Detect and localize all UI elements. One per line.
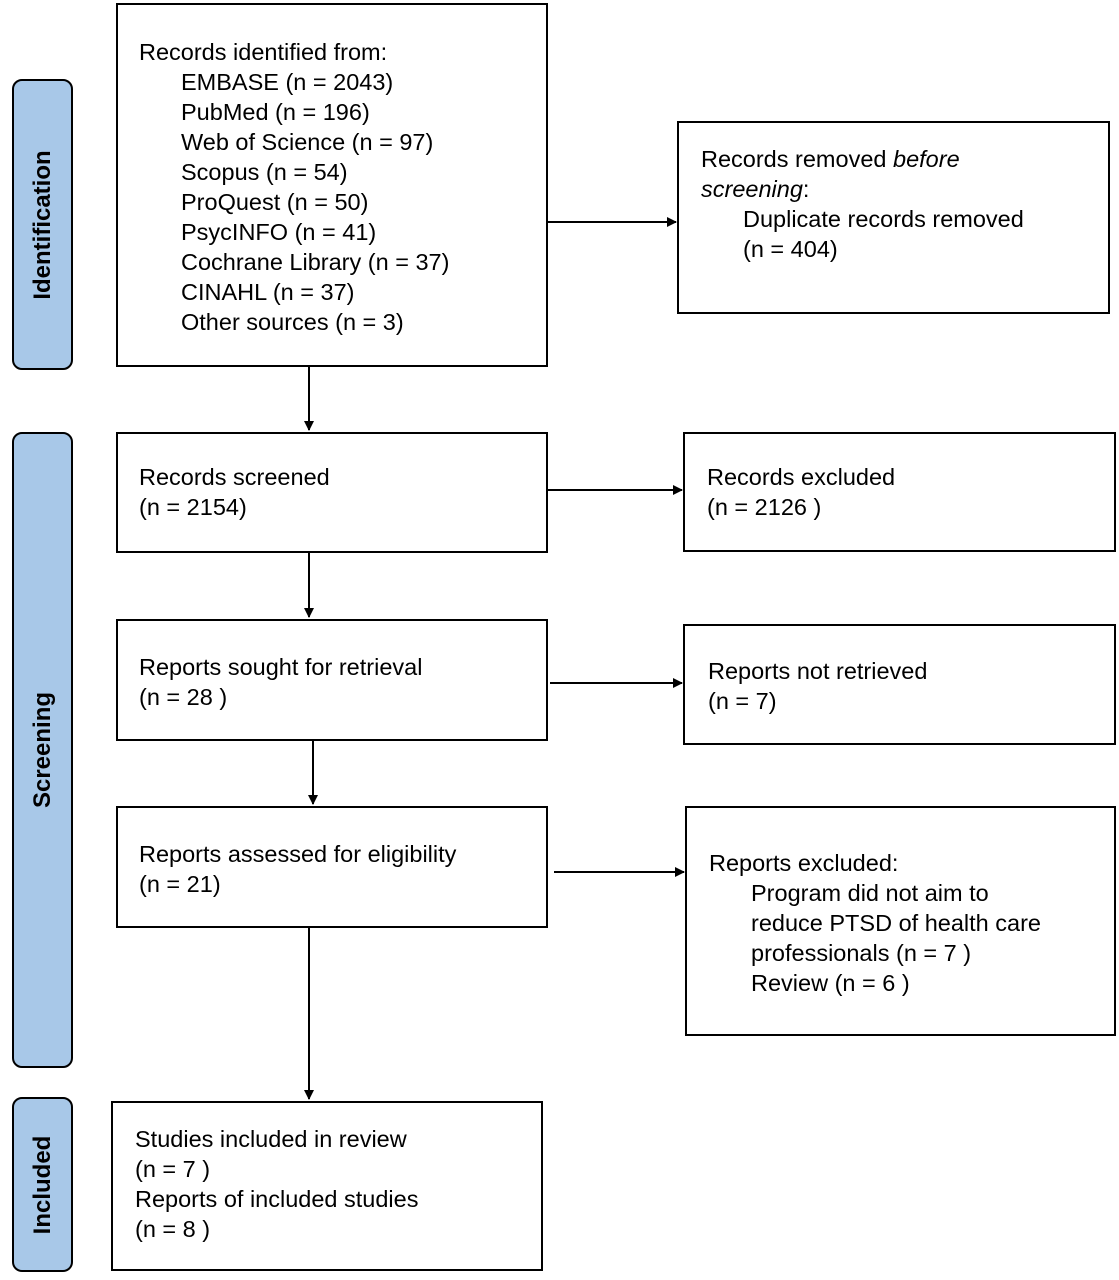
source-item: Cochrane Library (n = 37) xyxy=(181,249,450,275)
source-item: Other sources (n = 3) xyxy=(181,309,404,335)
source-item: PsycINFO (n = 41) xyxy=(181,219,377,245)
reports-not-retrieved-label: Reports not retrieved xyxy=(708,658,928,684)
source-item: CINAHL (n = 37) xyxy=(181,279,355,305)
records-excluded-count: (n = 2126 ) xyxy=(707,494,822,520)
reports-excluded-box: Reports excluded: Program did not aim to… xyxy=(685,806,1116,1036)
source-item: Web of Science (n = 97) xyxy=(181,129,434,155)
records-removed-box: Records removed before screening: Duplic… xyxy=(677,121,1110,314)
studies-included-count: (n = 7 ) xyxy=(135,1156,211,1182)
records-excluded-box: Records excluded (n = 2126 ) xyxy=(683,432,1116,552)
studies-included-label: Studies included in review xyxy=(135,1126,407,1152)
reports-not-retrieved-box: Reports not retrieved (n = 7) xyxy=(683,624,1116,745)
records-removed-heading: Records removed before xyxy=(701,146,960,172)
source-item: EMBASE (n = 2043) xyxy=(181,69,394,95)
records-removed-heading-cont: screening: xyxy=(701,176,810,202)
reports-not-retrieved-count: (n = 7) xyxy=(708,688,777,714)
reports-assessed-box: Reports assessed for eligibility (n = 21… xyxy=(116,806,548,928)
duplicates-removed-count: (n = 404) xyxy=(743,236,838,262)
records-identified-box: Records identified from: EMBASE (n = 204… xyxy=(116,3,548,367)
records-screened-box: Records screened (n = 2154) xyxy=(116,432,548,553)
exclusion-reason: reduce PTSD of health care xyxy=(751,910,1041,936)
reports-sought-count: (n = 28 ) xyxy=(139,684,228,710)
stage-screening: Screening xyxy=(12,432,73,1068)
stage-included: Included xyxy=(12,1097,73,1272)
duplicates-removed-label: Duplicate records removed xyxy=(743,206,1024,232)
exclusion-reason: Program did not aim to xyxy=(751,880,989,906)
source-item: Scopus (n = 54) xyxy=(181,159,348,185)
records-screened-label: Records screened xyxy=(139,464,330,490)
exclusion-reason: Review (n = 6 ) xyxy=(751,970,910,996)
reports-assessed-count: (n = 21) xyxy=(139,871,221,897)
source-item: ProQuest (n = 50) xyxy=(181,189,369,215)
source-item: PubMed (n = 196) xyxy=(181,99,370,125)
stage-identification: Identification xyxy=(12,79,73,370)
records-screened-count: (n = 2154) xyxy=(139,494,247,520)
reports-sought-box: Reports sought for retrieval (n = 28 ) xyxy=(116,619,548,741)
reports-included-count: (n = 8 ) xyxy=(135,1216,211,1242)
records-excluded-label: Records excluded xyxy=(707,464,896,490)
reports-included-label: Reports of included studies xyxy=(135,1186,419,1212)
studies-included-box: Studies included in review (n = 7 ) Repo… xyxy=(111,1101,543,1271)
reports-excluded-heading: Reports excluded: xyxy=(709,850,899,876)
records-identified-heading: Records identified from: xyxy=(139,39,388,65)
reports-assessed-label: Reports assessed for eligibility xyxy=(139,841,457,867)
reports-sought-label: Reports sought for retrieval xyxy=(139,654,423,680)
exclusion-reason: professionals (n = 7 ) xyxy=(751,940,972,966)
